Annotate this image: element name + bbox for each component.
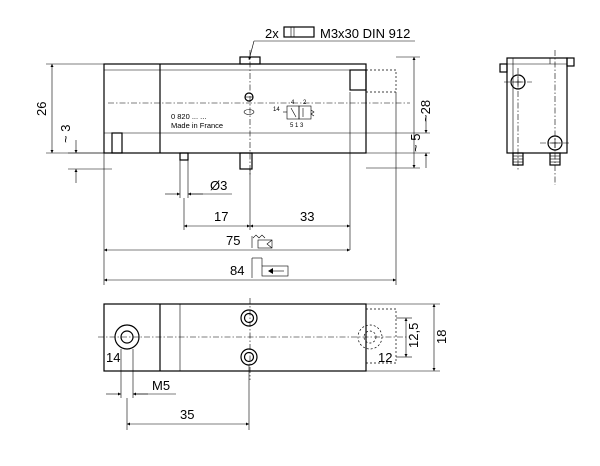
port-12-outer xyxy=(357,324,383,350)
dim-12-5: 12,5 xyxy=(406,323,421,348)
valve-schematic: 14 4 2 5 1 3 xyxy=(273,100,315,129)
spring-return-icon xyxy=(251,234,273,249)
dim-33: 33 xyxy=(300,209,314,224)
screw-callout: 2x M3x30 DIN 912 xyxy=(248,26,415,61)
top-screw-hole-lower xyxy=(240,348,258,366)
label-origin: Made in France xyxy=(171,121,223,130)
top-screw-hole-upper xyxy=(240,309,258,327)
dim-26: 26 xyxy=(34,102,49,116)
svg-text:14: 14 xyxy=(273,107,280,113)
pilot-port xyxy=(179,152,189,161)
port-14-inner xyxy=(120,330,134,344)
dim-84: 84 xyxy=(230,263,244,278)
svg-text:4: 4 xyxy=(291,100,295,106)
dim-75: 75 xyxy=(226,233,240,248)
top-view: 14 12 12,5 18 M5 35 xyxy=(98,298,449,430)
side-view xyxy=(499,50,575,185)
label-part-no: 0 820 ... ... xyxy=(171,112,206,121)
screw-qty: 2x xyxy=(265,26,279,41)
pilot-operator-icon xyxy=(251,257,289,278)
svg-text:2: 2 xyxy=(303,100,307,106)
left-end-cap xyxy=(111,132,123,154)
port-14-label: 14 xyxy=(106,350,120,365)
screw-icon xyxy=(283,26,315,38)
front-view: 0 820 ... ... Made in France 14 4 2 5 1 … xyxy=(34,50,433,285)
port-14-outer xyxy=(114,324,140,350)
right-top-cap xyxy=(349,69,367,91)
front-body xyxy=(103,63,367,154)
screw-spec: M3x30 DIN 912 xyxy=(320,26,410,41)
port-12-inner xyxy=(363,330,377,344)
port-12-label: 12 xyxy=(378,350,392,365)
dim-m5: M5 xyxy=(152,378,170,393)
dim-5: ~ 5 xyxy=(408,134,423,152)
dim-3: ~ 3 xyxy=(58,125,73,143)
outlet-port xyxy=(239,152,253,170)
dim-dia-3: Ø3 xyxy=(210,178,227,193)
top-body xyxy=(103,303,367,372)
dim-18: 18 xyxy=(434,330,449,344)
svg-text:5 1 3: 5 1 3 xyxy=(290,123,304,129)
dim-17: 17 xyxy=(214,209,228,224)
side-body xyxy=(506,57,568,154)
dim-35: 35 xyxy=(180,407,194,422)
dim-28: ~28 xyxy=(418,100,433,122)
